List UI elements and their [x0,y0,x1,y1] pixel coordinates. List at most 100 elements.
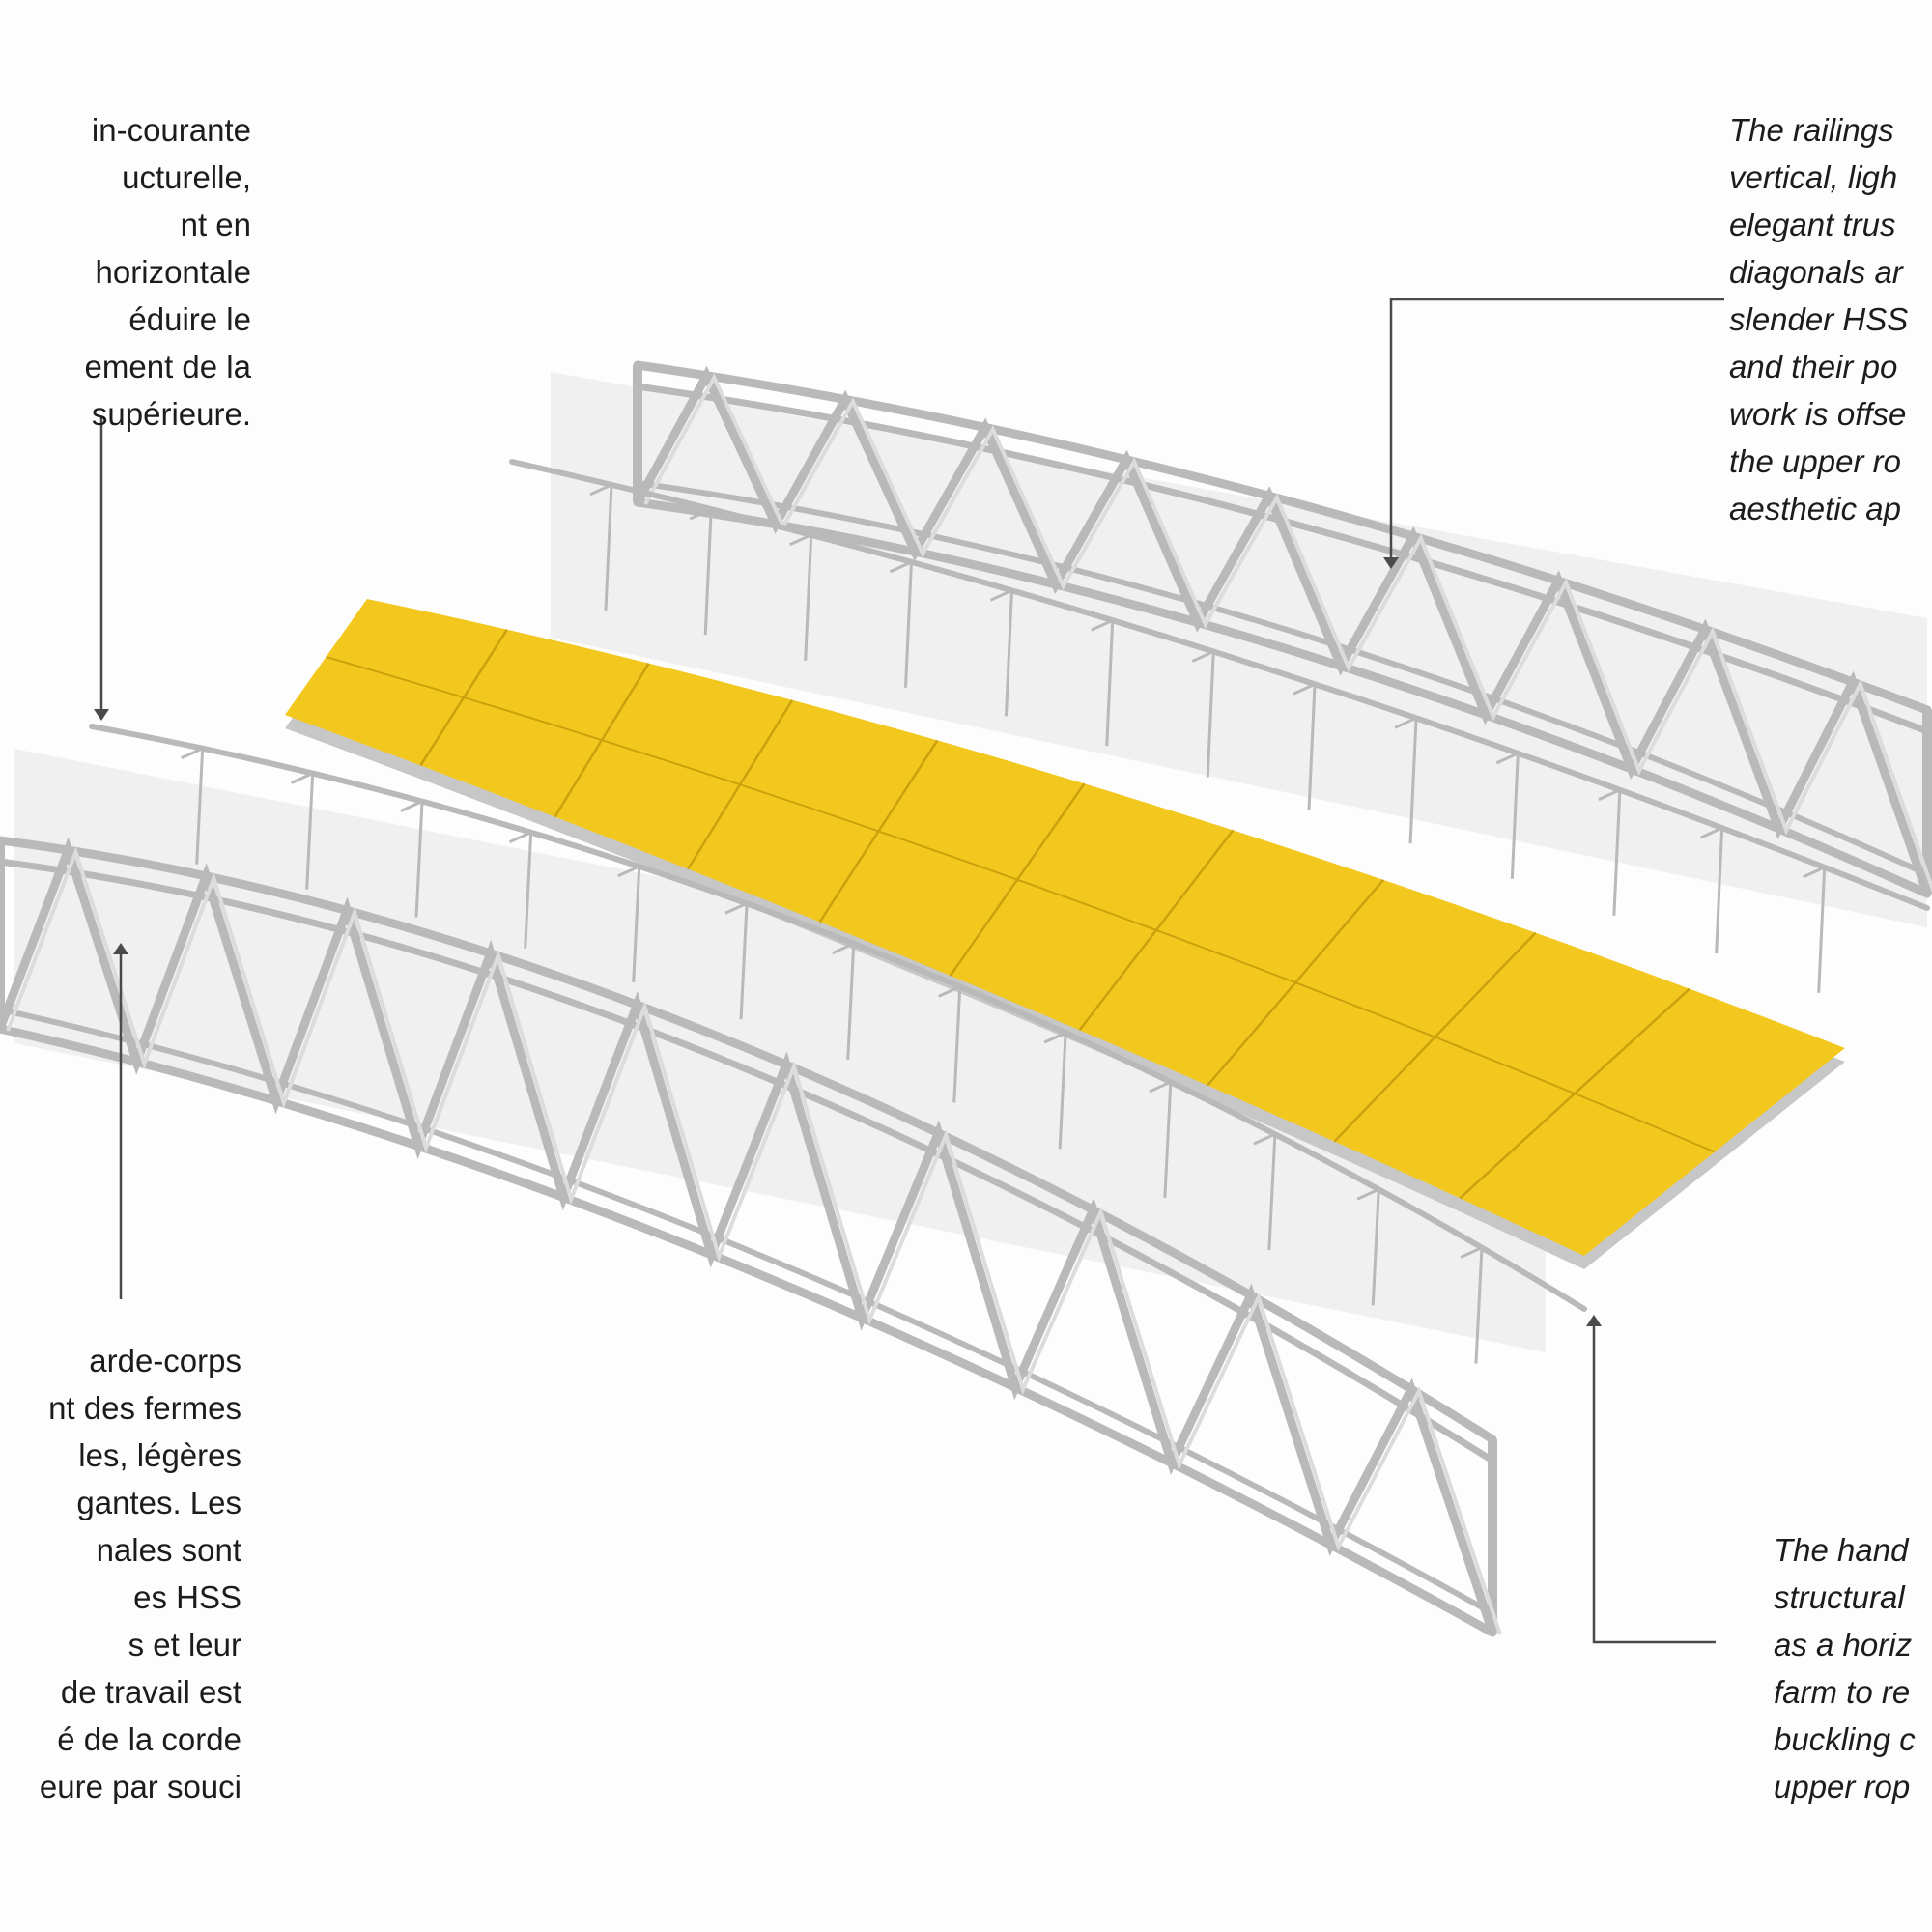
annotation-railings-en: The railings vertical, ligh elegant trus… [1729,106,1932,532]
far-truss-diagonals-highlight [643,373,1932,894]
far-handrail-bracket [1191,650,1214,663]
annotation-line: work is offse [1729,396,1907,432]
near-handrail-post [1371,1189,1380,1306]
annotation-line: gantes. Les [76,1485,242,1520]
annotation-line: nt en [180,207,251,242]
far-handrail-post [1817,867,1827,993]
far-handrail-post [1612,789,1622,916]
near-handrail-bracket [181,747,204,760]
far-handrail-bracket [1598,788,1621,802]
annotation-line: é de la corde [57,1721,242,1757]
leader-top-left-arrowhead [94,709,109,721]
annotation-line: elegant trus [1729,207,1896,242]
near-handrail-bracket [1356,1187,1379,1201]
annotation-line: supérieure. [91,396,251,432]
handrail-far [509,459,1930,993]
annotation-line: buckling c [1774,1721,1916,1757]
annotation-line: nt des fermes [48,1390,242,1426]
far-handrail-bracket [1495,752,1519,765]
far-handrail-post [1105,620,1115,747]
far-handrail-post [903,561,913,688]
annotation-line: de travail est [60,1674,242,1710]
annotation-line: les, légères [78,1437,242,1473]
handrail-near [89,724,1587,1364]
near-handrail-post [1474,1247,1484,1364]
near-handrail-post [1267,1134,1277,1251]
annotation-line: arde-corps [89,1343,242,1378]
annotation-line: the upper ro [1729,443,1901,479]
near-handrail-post [414,801,424,918]
near-handrail-bracket [509,831,532,843]
far-handrail-post [1307,684,1317,810]
near-truss-diagonals [0,837,1497,1634]
near-handrail-bracket [400,800,423,812]
near-handrail-bracket [617,865,640,878]
leader-top-right-line [1389,298,1724,565]
far-handrail-bracket [1091,618,1114,632]
far-handrail-post [703,509,713,636]
far-handrail-post [1510,753,1520,879]
near-handrail-post [952,986,962,1103]
mesh-panel-near [14,749,1546,1352]
annotation-railings-fr: arde-corps nt des fermes les, légères ga… [0,1337,242,1810]
annotation-handrail-en: The hand structural as a horiz farm to r… [1774,1526,1932,1810]
far-handrail-bracket [1394,716,1417,729]
annotation-line: horizontale [95,254,251,290]
far-handrail-post [604,484,613,611]
far-truss-bottom-chord [633,497,1932,898]
annotation-line: diagonals ar [1729,254,1903,290]
far-handrail-post [1004,590,1013,717]
far-handrail-post [1408,718,1418,844]
near-handrail-post [524,832,533,949]
annotation-line: es HSS [133,1579,242,1615]
far-handrail-post [804,534,813,661]
annotation-line: ement de la [84,349,251,384]
near-truss-diagonals-highlight [6,846,1502,1635]
near-handrail-bracket [724,901,748,915]
deck-grating [285,599,1845,1269]
near-handrail-post [195,748,205,865]
far-handrail-bracket [689,507,712,521]
near-handrail-post [305,773,315,890]
annotation-line: aesthetic ap [1729,491,1901,526]
far-handrail-bracket [1803,866,1826,879]
annotation-line: vertical, ligh [1729,159,1898,195]
near-handrail-bracket [291,772,314,784]
near-handrail-post [1163,1081,1173,1199]
annotation-line: nales sont [96,1532,242,1568]
annotation-line: slender HSS [1729,301,1909,337]
far-handrail-bracket [889,560,913,574]
railing-truss-near [0,836,1502,1637]
near-handrail-bracket [832,942,855,955]
near-handrail-bracket [1149,1080,1172,1094]
far-handrail-bracket [989,588,1013,602]
railing-truss-far [633,360,1932,898]
annotation-line: s et leur [128,1627,242,1662]
near-handrail-bracket [1253,1132,1276,1146]
annotation-line: ucturelle, [122,159,251,195]
far-handrail-bracket [1700,826,1723,839]
leader-bottom-right-line [1592,1319,1716,1644]
far-handrail-post [1206,651,1215,778]
annotation-line: upper rop [1774,1769,1911,1804]
leader-top-right-arrowhead [1383,557,1399,569]
far-handrail-post [1715,828,1724,954]
leader-lines [94,298,1724,1644]
far-handrail-bracket [589,483,612,497]
deck-centre-line [326,656,1716,1153]
far-handrail-bracket [789,533,812,547]
near-handrail-bracket [1460,1246,1483,1259]
far-truss-bottom-chord-inner [637,480,1929,877]
annotation-line: in-courante [91,112,251,148]
leader-bottom-right-arrowhead [1586,1315,1602,1326]
near-handrail-bracket [938,985,961,998]
near-handrail-bracket [1043,1031,1066,1044]
annotation-line: eure par souci [39,1769,242,1804]
leader-bottom-left-arrowhead [113,943,128,954]
annotation-line: éduire le [128,301,251,337]
annotation-line: structural [1774,1579,1905,1615]
annotation-line: and their po [1729,349,1898,384]
near-handrail-post [1058,1033,1067,1150]
